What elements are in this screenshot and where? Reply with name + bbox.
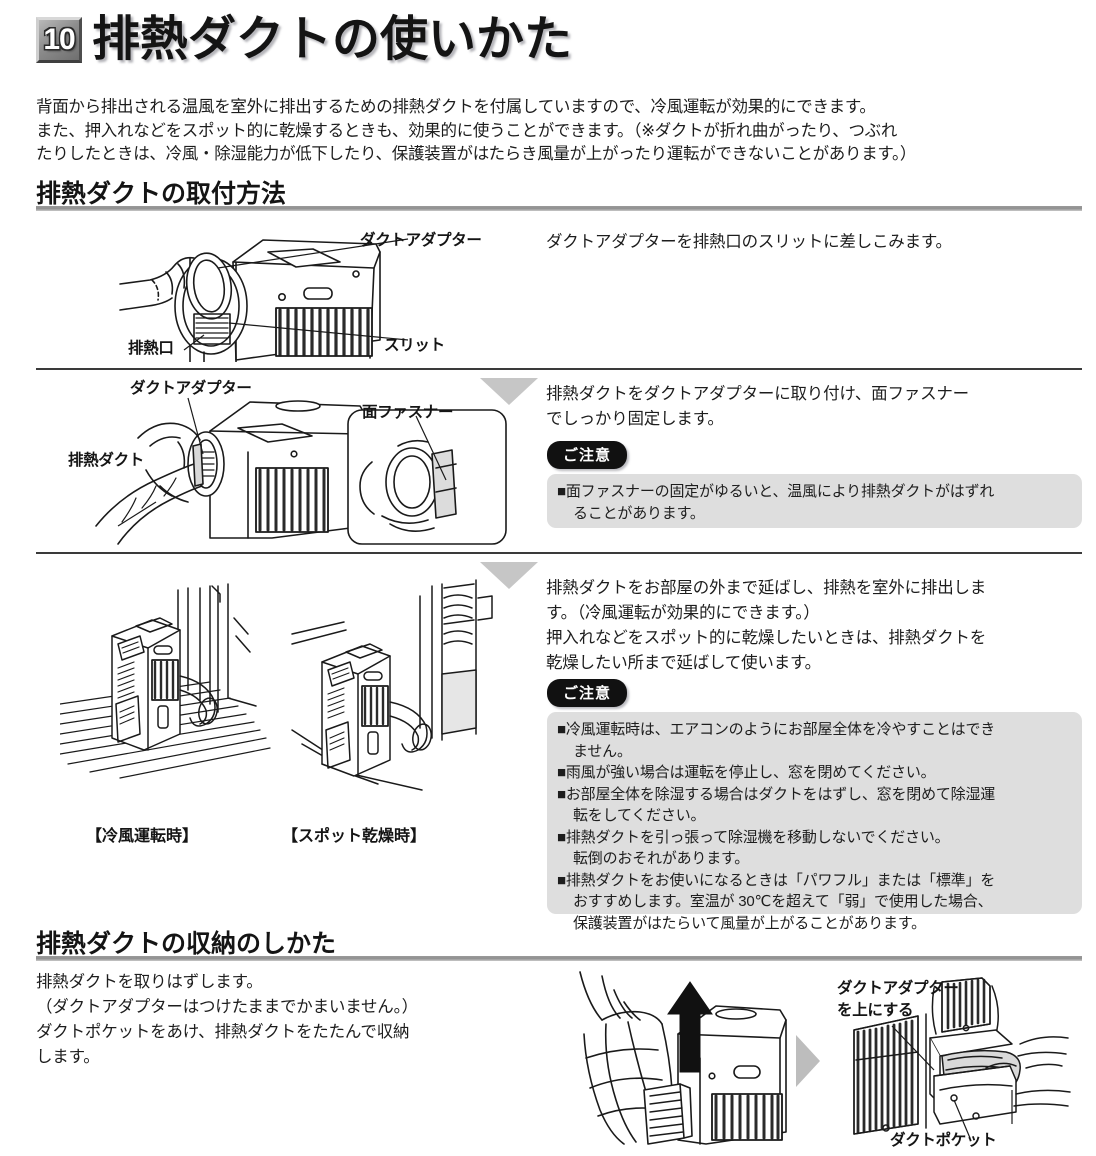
illustration-storage-remove (566, 962, 796, 1147)
section-2-heading: 排熱ダクトの収納のしかた (36, 930, 337, 958)
label-duct-adapter-step2: ダクトアダプター (130, 380, 252, 397)
section-2-line-4: します。 (36, 1048, 100, 1066)
step-1-instruction: ダクトアダプターを排熱口のスリットに差しこみます。 (546, 230, 952, 255)
intro-line-3: たりしたときは、冷風・除湿能力が低下したり、保護装置がはたらき風量が上がったり運… (36, 145, 917, 163)
caption-cooling-mode: 【冷風運転時】 (86, 828, 199, 845)
caution-item: ■排熱ダクトをお使いになるときは「パワフル」または「標準」を (557, 871, 996, 889)
page-title-row: 10 排熱ダクトの使いかた (36, 16, 572, 64)
section-2-line-2: （ダクトアダプターはつけたままでかまいません。） (36, 998, 418, 1016)
step-separator-2 (36, 552, 1082, 554)
intro-line-2: また、押入れなどをスポット的に乾燥するときも、効果的に使うことができます。（※ダ… (36, 121, 898, 140)
label-duct-adapter-step1: ダクトアダプター (360, 232, 482, 249)
label-slit-step1: スリット (384, 337, 445, 354)
page-title: 排熱ダクトの使いかた (92, 13, 573, 66)
illustration-step-1 (108, 222, 508, 362)
step-3-line-2: す。（冷風運転が効果的にできます。） (546, 604, 820, 622)
flow-arrow-down-2 (480, 562, 538, 589)
caution-item: ■面ファスナーの固定がゆるいと、温風により排熱ダクトがはずれ (557, 483, 995, 500)
caution-badge-step3: ご注意 (547, 679, 628, 707)
step-2-line-1: 排熱ダクトをダクトアダプターに取り付け、面ファスナー (546, 385, 969, 403)
label-hook-and-loop-fastener-step2: 面ファスナー (362, 404, 454, 421)
section-2-line-3: ダクトポケットをあけ、排熱ダクトをたたんで収納 (36, 1023, 410, 1041)
caution-box-step3: ■冷風運転時は、エアコンのようにお部屋全体を冷やすことはでき ません。 ■雨風が… (547, 712, 1082, 932)
caution-item-cont: ません。 (573, 742, 632, 760)
caution-item-cont: おすすめします。室温が 30℃を超えて「弱」で使用した場合、 (573, 893, 993, 910)
section-number-badge: 10 (36, 17, 82, 63)
step-3-line-3: 押入れなどをスポット的に乾燥したいときは、排熱ダクトを (546, 629, 987, 647)
label-adapter-face-up-line2: を上にする (837, 1002, 914, 1019)
step-separator-1 (36, 368, 1082, 370)
section-2-line-1: 排熱ダクトを取りはずします。 (36, 973, 263, 991)
caution-item: ■お部屋全体を除湿する場合はダクトをはずし、窓を閉めて除湿運 (557, 785, 996, 803)
label-adapter-face-up-line1: ダクトアダプター (837, 980, 959, 997)
label-exhaust-port-step1: 排熱口 (128, 340, 174, 357)
caution-item: ■排熱ダクトを引っ張って除湿機を移動しないでください。 (557, 828, 950, 846)
illustration-storage-pocket (830, 972, 1085, 1147)
caution-badge-step2: ご注意 (547, 441, 628, 469)
flow-arrow-down-1 (480, 378, 538, 405)
step-3-instruction: 排熱ダクトをお部屋の外まで延ばし、排熱を室外に排出しま す。（冷風運転が効果的に… (546, 576, 986, 676)
step-2-instruction: 排熱ダクトをダクトアダプターに取り付け、面ファスナー でしっかり固定します。 (546, 382, 969, 432)
section-1-rule (36, 206, 1082, 211)
caution-item: ■雨風が強い場合は運転を停止し、窓を閉めてください。 (557, 764, 936, 781)
section-2-rule (36, 956, 1082, 961)
caution-item: ■冷風運転時は、エアコンのようにお部屋全体を冷やすことはでき (557, 721, 996, 738)
caution-box-step2: ■面ファスナーの固定がゆるいと、温風により排熱ダクトがはずれ ることがあります。 (547, 474, 1082, 528)
caption-spot-drying-mode: 【スポット乾燥時】 (282, 828, 427, 845)
caution-item-cont: 保護装置がはたらいて風量が上がることがあります。 (573, 914, 926, 932)
label-exhaust-duct-step2: 排熱ダクト (68, 452, 145, 469)
intro-paragraph: 背面から排出される温風を室外に排出するための排熱ダクトを付属していますので、冷風… (36, 96, 1082, 167)
illustration-step-2 (60, 376, 510, 546)
illustration-step-3 (60, 578, 520, 798)
caution-item-cont: 転倒のおそれがあります。 (573, 850, 750, 867)
section-2-body: 排熱ダクトを取りはずします。 （ダクトアダプターはつけたままでかまいません。） … (36, 970, 418, 1070)
intro-line-1: 背面から排出される温風を室外に排出するための排熱ダクトを付属していますので、冷風… (36, 98, 876, 116)
step-2-line-2: でしっかり固定します。 (546, 410, 724, 428)
step-3-line-4: 乾燥したい所まで延ばして使います。 (546, 654, 821, 672)
caution-item-cont: 転をしてください。 (573, 807, 706, 824)
label-duct-pocket: ダクトポケット (890, 1132, 997, 1149)
section-1-heading: 排熱ダクトの取付方法 (36, 180, 287, 208)
flow-arrow-right (796, 1035, 820, 1087)
step-3-line-1: 排熱ダクトをお部屋の外まで延ばし、排熱を室外に排出しま (546, 579, 987, 597)
caution-item-cont: ることがあります。 (573, 504, 705, 522)
step-1-line-1: ダクトアダプターを排熱口のスリットに差しこみます。 (546, 233, 952, 251)
